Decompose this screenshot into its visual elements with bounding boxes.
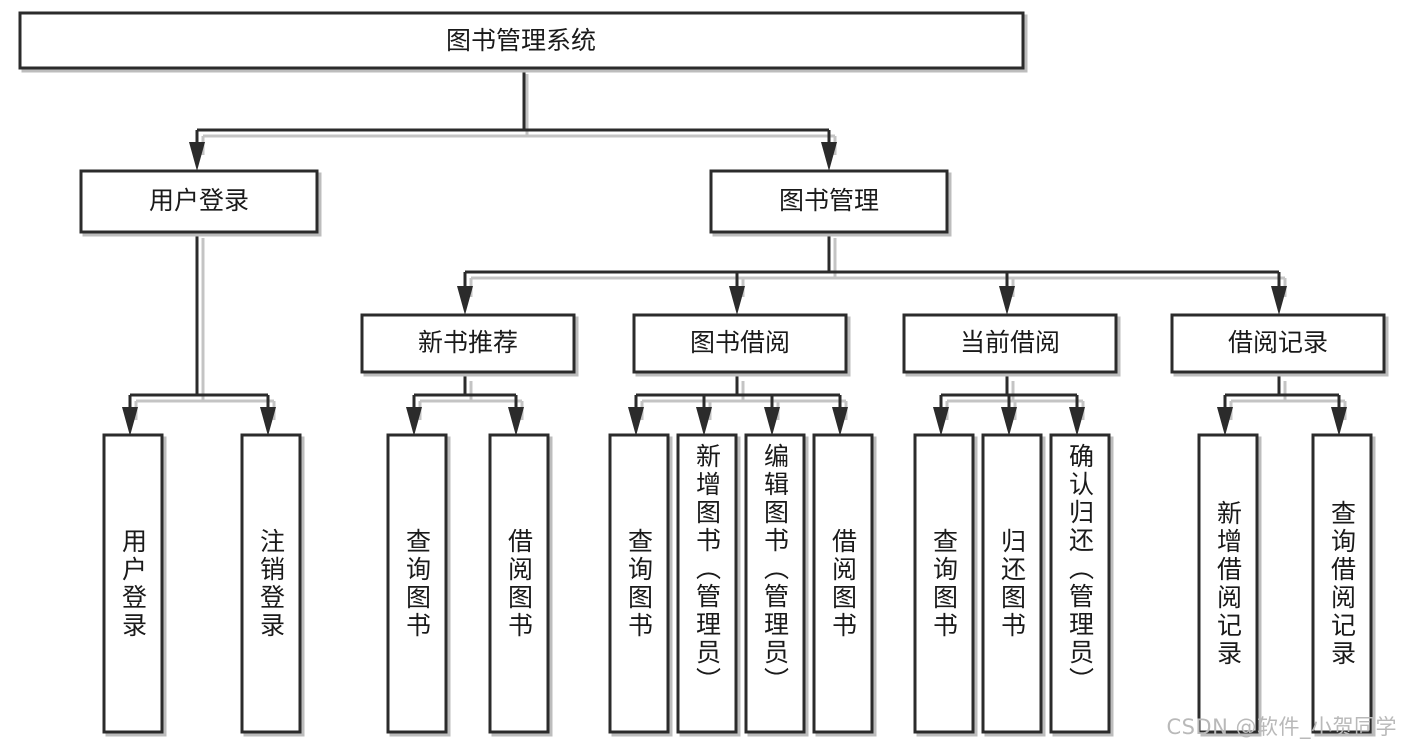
node-user-login-label: 用户登录 — [149, 186, 249, 215]
arrow-head-to-leaf-borrow-book-1 — [508, 407, 524, 436]
node-current-borrow[interactable]: 当前借阅 — [902, 313, 1121, 377]
arrow-head-to-leaf-edit-book — [764, 407, 780, 436]
leaf-query-book-3-box[interactable] — [913, 433, 975, 734]
node-new-book-recommend[interactable]: 新书推荐 — [360, 313, 579, 377]
connector-bookborrow-to-leaves — [634, 375, 842, 415]
leaf-query-book-1-box[interactable] — [386, 433, 448, 734]
node-new-book-recommend-label: 新书推荐 — [418, 328, 518, 357]
arrow-head-to-new-book-recommend — [457, 286, 473, 315]
connector-bookborrow-shadow — [640, 381, 848, 420]
connector-borrowrecord-shadow — [1229, 381, 1347, 420]
leaf-query-record-box[interactable] — [1311, 433, 1373, 734]
leaf-confirm-return-box[interactable] — [1049, 433, 1111, 734]
arrow-head-to-current-borrow — [999, 286, 1015, 315]
node-new-book-recommend-box[interactable] — [360, 313, 576, 374]
connector-root-to-level1 — [195, 68, 831, 150]
arrow-head-to-leaf-add-book — [696, 407, 712, 436]
connector-newbook-shadow — [418, 381, 524, 420]
connector-newbook-to-leaves — [412, 375, 518, 415]
arrow-head-to-leaf-borrow-book-2 — [832, 407, 848, 436]
arrow-head-to-leaf-logout-login — [260, 407, 276, 436]
arrow-head-to-leaf-query-book-3 — [933, 407, 949, 436]
node-user-login[interactable]: 用户登录 — [79, 169, 322, 237]
leaf-return-book-box[interactable] — [981, 433, 1043, 734]
node-root[interactable]: 图书管理系统 — [18, 11, 1028, 73]
arrow-head-to-borrow-record — [1271, 286, 1287, 315]
node-book-management-label: 图书管理 — [779, 186, 879, 215]
node-borrow-record-box[interactable] — [1170, 313, 1386, 374]
node-book-management-box[interactable] — [709, 169, 949, 234]
node-current-borrow-box[interactable] — [902, 313, 1118, 374]
connector-borrowrecord-to-leaves — [1223, 375, 1341, 415]
arrow-head-to-user-login — [189, 142, 205, 171]
node-borrow-record[interactable]: 借阅记录 — [1170, 313, 1389, 377]
node-book-borrow-label: 图书借阅 — [690, 328, 790, 357]
arrow-head-to-leaf-user-login — [122, 407, 138, 436]
node-current-borrow-label: 当前借阅 — [960, 328, 1060, 357]
arrow-head-to-leaf-query-record — [1331, 407, 1347, 436]
arrow-head-to-leaf-query-book-1 — [406, 407, 422, 436]
leaf-query-book-2-box[interactable] — [608, 433, 670, 734]
connector-bookmgmt-to-level2 — [463, 232, 1281, 292]
connector-level2-shadow — [469, 238, 1287, 297]
connector-root-shadow — [201, 74, 837, 155]
arrow-head-to-book-borrow — [729, 286, 745, 315]
arrow-head-to-leaf-add-record — [1217, 407, 1233, 436]
arrow-head-to-leaf-query-book-2 — [628, 407, 644, 436]
node-borrow-record-label: 借阅记录 — [1228, 328, 1328, 357]
connector-userlogin-shadow — [134, 238, 276, 420]
node-user-login-box[interactable] — [79, 169, 319, 234]
watermark-text: CSDN @软件_小贺同学 — [1166, 715, 1397, 739]
leaf-borrow-book-1-box[interactable] — [488, 433, 550, 734]
node-book-borrow[interactable]: 图书借阅 — [632, 313, 851, 377]
node-book-management[interactable]: 图书管理 — [709, 169, 952, 237]
arrow-head-to-book-management — [821, 142, 837, 171]
connector-group — [122, 68, 1347, 436]
leaf-user-login-box[interactable] — [102, 433, 164, 734]
leaf-add-record-box[interactable] — [1197, 433, 1259, 734]
leaf-borrow-book-2-box[interactable] — [812, 433, 874, 734]
arrow-head-to-leaf-return-book — [1001, 407, 1017, 436]
connector-currentborrow-to-leaves — [939, 375, 1079, 415]
node-book-borrow-box[interactable] — [632, 313, 848, 374]
leaf-edit-book-box[interactable] — [744, 433, 806, 734]
node-root-box[interactable] — [18, 11, 1025, 70]
node-root-label: 图书管理系统 — [446, 26, 596, 55]
leaf-node-group — [102, 433, 1376, 737]
connector-userlogin-to-leaves — [128, 232, 270, 415]
leaf-add-book-box[interactable] — [676, 433, 738, 734]
leaf-logout-login-box[interactable] — [240, 433, 302, 734]
arrow-head-to-leaf-confirm-return — [1069, 407, 1085, 436]
